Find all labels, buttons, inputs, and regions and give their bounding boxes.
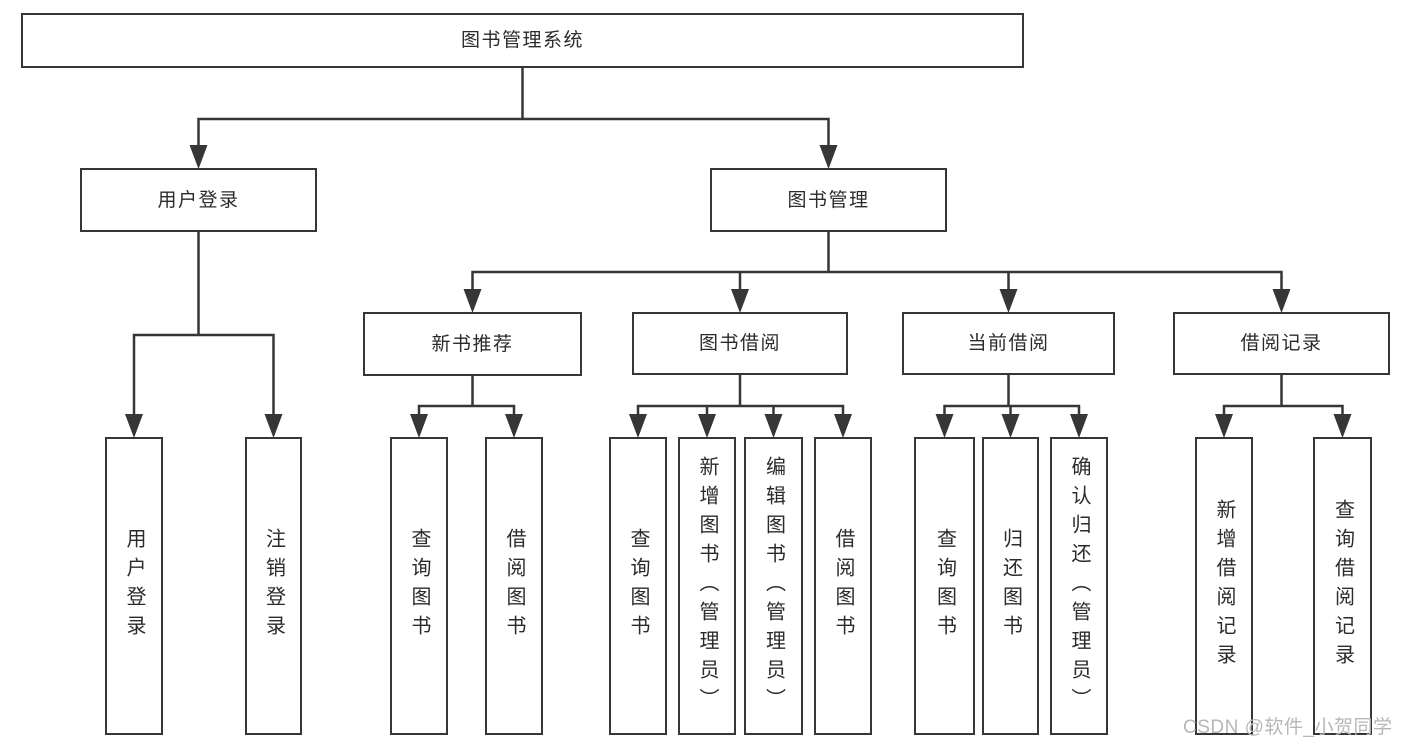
node-label: 注销登录 [262,528,285,644]
node-label: 归还图书 [999,528,1022,644]
arrowhead [1215,414,1233,438]
arrowhead [819,145,838,169]
node-leaf-borrow-book-2: 借阅图书 [814,437,872,735]
arrowhead [731,289,749,313]
node-label: 编辑图书（管理员） [762,455,785,717]
node-label: 查询借阅记录 [1331,499,1354,673]
node-root: 图书管理系统 [21,13,1024,68]
node-leaf-query-book-2: 查询图书 [609,437,667,735]
node-label: 当前借阅 [967,333,1050,354]
arrowhead [999,289,1018,313]
arrowhead [463,289,482,313]
node-book-mgmt: 图书管理 [710,168,947,232]
connector-borrow-records [1215,374,1352,438]
connector-book-mgmt [463,231,1291,313]
node-label: 查询图书 [933,528,956,644]
node-label: 新书推荐 [431,333,514,355]
node-new-book-rec: 新书推荐 [363,312,582,376]
node-leaf-confirm-return: 确认归还（管理员） [1050,437,1108,735]
arrowhead [698,414,716,438]
arrowhead [1272,289,1291,313]
node-current-borrow: 当前借阅 [902,312,1115,375]
node-leaf-query-book-1: 查询图书 [390,437,448,735]
node-label: 图书管理 [787,189,870,211]
connector-new-book-rec [410,375,523,438]
arrowhead [1333,414,1352,438]
arrowhead [935,414,954,438]
connector-user-login-group [125,231,283,438]
node-label: 图书借阅 [698,333,781,354]
node-label: 新增图书（管理员） [696,455,718,717]
arrowhead [505,414,523,438]
node-leaf-query-record: 查询借阅记录 [1313,437,1372,735]
node-label: 借阅记录 [1240,333,1323,354]
arrowhead [125,414,143,438]
node-label: 图书管理系统 [460,30,584,51]
node-leaf-borrow-book-1: 借阅图书 [485,437,543,735]
node-leaf-user-login: 用户登录 [105,437,163,735]
node-leaf-add-book: 新增图书（管理员） [678,437,736,735]
node-leaf-logout: 注销登录 [245,437,302,735]
connector-root [189,67,838,169]
arrowhead [1070,414,1088,438]
arrowhead [629,414,647,438]
arrowhead [1001,414,1020,438]
connector-book-borrow [629,374,852,438]
node-leaf-add-record: 新增借阅记录 [1195,437,1253,735]
node-label: 查询图书 [627,528,649,644]
arrowhead [410,414,428,438]
node-borrow-records: 借阅记录 [1173,312,1390,375]
csdn-watermark: CSDN @软件_小贺同学 [1183,717,1393,738]
arrowhead [764,414,783,438]
node-book-borrow: 图书借阅 [632,312,848,375]
arrowhead [264,414,283,438]
node-label: 借阅图书 [832,528,854,644]
node-label: 用户登录 [157,189,240,211]
arrowhead [834,414,852,438]
arrowhead [189,145,208,169]
node-label: 确认归还（管理员） [1068,455,1090,717]
node-user-login-group: 用户登录 [80,168,317,232]
node-leaf-edit-book: 编辑图书（管理员） [744,437,803,735]
node-leaf-query-book-3: 查询图书 [914,437,975,735]
connector-current-borrow [935,374,1088,438]
node-label: 新增借阅记录 [1213,499,1235,673]
node-leaf-return-book: 归还图书 [982,437,1039,735]
node-label: 借阅图书 [503,528,525,644]
node-label: 查询图书 [408,528,430,644]
node-label: 用户登录 [123,528,145,644]
